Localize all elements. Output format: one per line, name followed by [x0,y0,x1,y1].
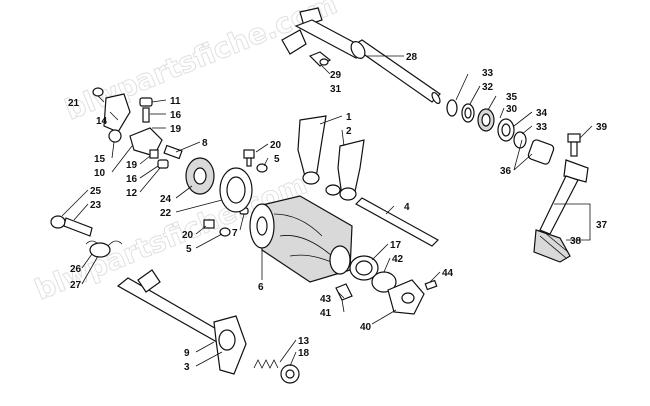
callout-20a: 20 [270,140,282,151]
callout-5b: 5 [186,244,192,255]
washer-set-part [446,99,555,165]
callout-41: 41 [320,308,332,319]
bolt-lower-part [203,219,231,237]
callout-36: 36 [500,166,512,177]
sensor-assembly-part [335,255,438,315]
shift-fork-part [297,115,365,201]
callout-27: 27 [70,280,82,291]
callout-42: 42 [392,254,404,265]
callout-5a: 5 [274,154,280,165]
callout-17: 17 [390,240,402,251]
callout-12: 12 [126,188,138,199]
return-spring-part [50,215,123,258]
callout-30: 30 [506,104,518,115]
callout-38: 38 [570,236,582,247]
callout-16b: 16 [126,174,138,185]
callout-33a: 33 [482,68,494,79]
bolt-upper-part [243,149,268,173]
watermark-top: blwpartsfiche.com [60,0,341,126]
callout-22: 22 [160,208,172,219]
callout-11: 11 [170,96,181,107]
callout-24: 24 [160,194,172,205]
callout-7: 7 [232,228,238,239]
callout-3: 3 [184,362,190,373]
pin-part [308,51,332,67]
callout-32: 32 [482,82,494,93]
callout-33b: 33 [536,122,548,133]
callout-13: 13 [298,336,310,347]
fork-rod-part [355,197,439,247]
shift-lever-part [533,133,589,263]
callout-numbers: 1 2 3 4 5 5 6 7 8 9 10 11 12 13 14 15 16… [68,52,608,373]
stopper-assembly-part [129,97,183,169]
callout-40: 40 [360,322,372,333]
callout-15: 15 [94,154,106,165]
callout-44: 44 [442,268,454,279]
callout-31: 31 [330,84,342,95]
callout-26: 26 [70,264,82,275]
callout-39: 39 [596,122,608,133]
callout-18: 18 [298,348,310,359]
callout-16a: 16 [170,110,182,121]
callout-19a: 19 [170,124,182,135]
stopper-plate-part [92,87,131,143]
callout-19b: 19 [126,160,138,171]
spring-collar-part [253,359,300,384]
callout-2: 2 [346,126,352,137]
shift-shaft-part [281,7,441,105]
callout-34: 34 [536,108,548,119]
callout-28: 28 [406,52,418,63]
callout-8: 8 [202,138,208,149]
drum-bearing-part [185,157,253,213]
shift-drum-part [249,195,353,283]
callout-43: 43 [320,294,332,305]
callout-10: 10 [94,168,106,179]
callout-4: 4 [404,202,410,213]
callout-21: 21 [68,98,80,109]
callout-37: 37 [596,220,608,231]
leader-lines [61,55,593,367]
callout-25: 25 [90,186,102,197]
callout-29: 29 [330,70,342,81]
callout-20b: 20 [182,230,194,241]
callout-14: 14 [96,116,108,127]
callout-1: 1 [346,112,352,123]
callout-6: 6 [258,282,264,293]
gear-shift-shaft-part [116,269,247,375]
callout-23: 23 [90,200,102,211]
callout-35: 35 [506,92,518,103]
callout-9: 9 [184,348,190,359]
